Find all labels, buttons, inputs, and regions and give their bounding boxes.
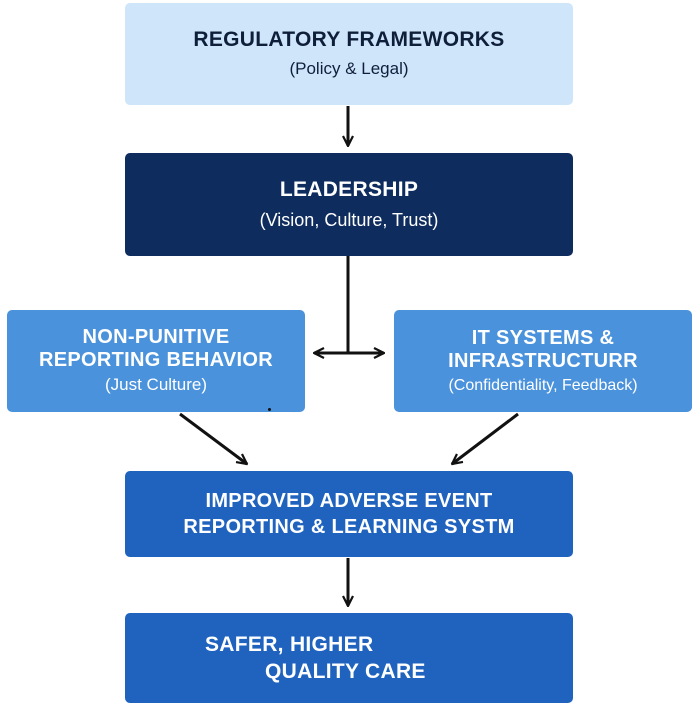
itsystems-subtitle: (Confidentiality, Feedback) [448,376,638,394]
arrow-itsystems-to-improved [452,412,519,464]
safer-title-line2: QUALITY CARE [265,660,426,683]
non-punitive-reporting-box: NON-PUNITIVE REPORTING BEHAVIOR (Just Cu… [7,310,305,412]
nonpunitive-subtitle: (Just Culture) [104,375,208,395]
improved-title-line2: REPORTING & LEARNING SYSTM [183,516,515,538]
itsystems-title-line2: INFRASTRUCTURR [448,349,638,372]
regulatory-subtitle: (Policy & Legal) [289,59,409,79]
safer-care-box: SAFER, HIGHER QUALITY CARE [125,613,573,703]
nonpunitive-title-line1: NON-PUNITIVE [82,326,230,349]
arrow-nonpunitive-to-improved [179,412,247,464]
it-systems-box: IT SYSTEMS & INFRASTRUCTURR (Confidentia… [394,310,692,412]
regulatory-frameworks-box: REGULATORY FRAMEWORKS (Policy & Legal) [125,3,573,105]
itsystems-title-line1: IT SYSTEMS & [471,326,615,349]
stray-dot [268,408,271,411]
leadership-title: LEADERSHIP [279,177,419,201]
nonpunitive-title-line2: REPORTING BEHAVIOR [39,349,273,372]
safer-title-line1: SAFER, HIGHER [205,632,374,656]
safer-title: SAFER, HIGHER QUALITY CARE [125,631,426,686]
improved-title-line1: IMPROVED ADVERSE EVENT [205,490,493,512]
regulatory-title: REGULATORY FRAMEWORKS [193,28,505,52]
leadership-subtitle: (Vision, Culture, Trust) [259,209,439,230]
leadership-box: LEADERSHIP (Vision, Culture, Trust) [125,153,573,256]
improved-reporting-box: IMPROVED ADVERSE EVENT REPORTING & LEARN… [125,471,573,557]
